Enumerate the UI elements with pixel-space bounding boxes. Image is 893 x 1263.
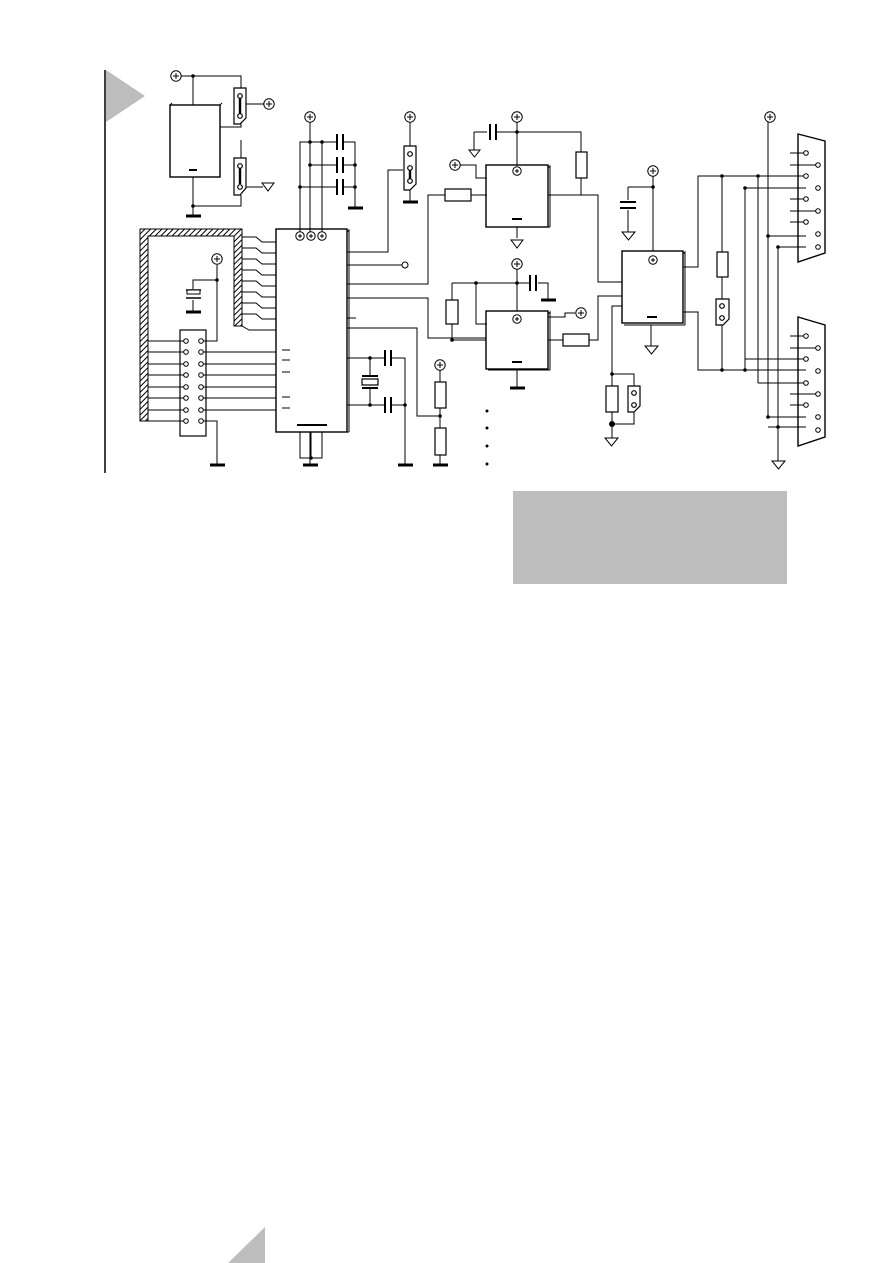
capacitor-icon	[336, 179, 344, 195]
supply-symbols	[170, 70, 776, 371]
pin-header	[179, 329, 207, 437]
supply-plus-icon	[648, 255, 658, 265]
jumper-icon	[715, 298, 730, 326]
resistor-icon	[445, 299, 459, 325]
open-terminal-icon	[401, 261, 409, 269]
supply-plus-icon	[263, 98, 275, 110]
supply-plus-icon	[512, 314, 522, 324]
resistor-icon	[716, 251, 729, 278]
resistor-icon	[562, 333, 590, 347]
supply-plus-icon	[317, 231, 327, 241]
capacitor-icon	[489, 124, 497, 140]
microcontroller	[275, 228, 348, 433]
jumper-icon	[403, 145, 417, 191]
supply-plus-icon	[449, 159, 461, 171]
ribbon-cable-icon	[139, 228, 243, 422]
resistor-icon	[434, 381, 447, 409]
wires	[139, 75, 806, 466]
supply-plus-icon	[170, 70, 182, 82]
jumper-icon	[233, 157, 247, 196]
voltage-regulator	[169, 104, 221, 178]
junction-dots	[191, 74, 780, 460]
supply-plus-icon	[434, 359, 446, 371]
capacitor-body-icon	[186, 289, 201, 295]
capacitor-icon	[336, 157, 344, 173]
db9-connector-top	[790, 133, 826, 263]
capacitors	[186, 124, 636, 413]
ground-triangle-icon	[603, 437, 620, 447]
supply-plus-icon	[647, 165, 659, 177]
jumper-icon	[627, 385, 641, 413]
supply-plus-icon	[404, 111, 416, 123]
header-pins	[183, 338, 204, 424]
ground-triangle-icon	[643, 345, 660, 355]
supply-plus-icon	[511, 111, 523, 123]
supply-plus-icon	[304, 111, 316, 123]
capacitor-icon	[620, 201, 636, 209]
supply-plus-icon	[512, 166, 522, 176]
resistor-icon	[434, 427, 447, 456]
capacitor-icon	[384, 350, 392, 366]
crystal-icon	[361, 375, 379, 389]
page-corner-tab-icon	[228, 1227, 265, 1263]
page-tab-arrow-icon	[106, 70, 145, 122]
supply-plus-icon	[211, 253, 223, 265]
ground-triangle-icon	[770, 460, 787, 470]
resistor-icon	[444, 188, 472, 202]
capacitor-icon	[384, 397, 392, 413]
jumper-icon	[233, 87, 247, 125]
supply-plus-icon	[575, 307, 587, 319]
capacitor-icon	[336, 134, 344, 150]
caption-box	[513, 491, 787, 584]
supply-plus-icon	[511, 258, 523, 270]
ground-triangle-icon	[620, 231, 637, 241]
resistor-icon	[575, 151, 588, 179]
resistor-icon	[605, 385, 619, 413]
supply-plus-icon	[764, 111, 776, 123]
capacitor-icon	[529, 275, 537, 291]
supply-plus-icon	[295, 231, 305, 241]
ground-triangles	[603, 231, 787, 470]
supply-plus-icon	[306, 231, 316, 241]
db9-connector-bottom	[790, 316, 826, 447]
jumpers	[233, 87, 730, 413]
resistors	[434, 151, 729, 456]
ground-bars	[186, 200, 556, 467]
